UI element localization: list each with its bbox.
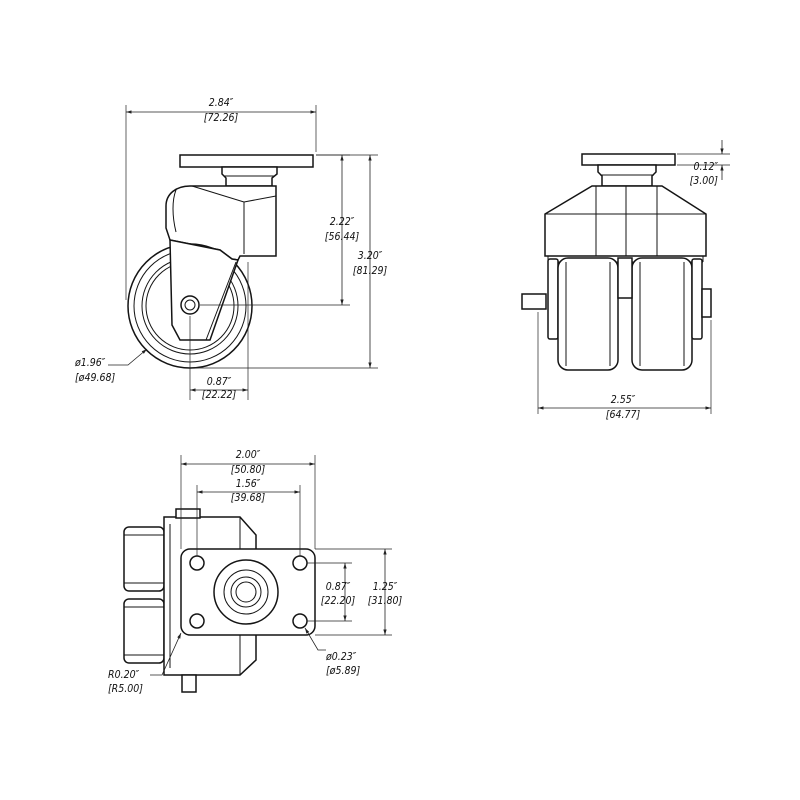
top-hole-dia-in: ø0.23″	[325, 651, 357, 663]
top-wheel-upper	[123, 526, 165, 592]
top-hole-tr	[292, 555, 308, 571]
side-offset-in: 0.87″	[207, 376, 232, 388]
top-stub-upper	[175, 508, 201, 519]
side-axle-height-in: 2.22″	[330, 216, 355, 228]
side-fork-housing	[165, 185, 277, 261]
top-hole-br	[292, 613, 308, 629]
front-plate-thick-mm: [3.00]	[690, 175, 719, 187]
front-plate-thick-in: 0.12″	[693, 161, 718, 173]
side-wheel-dia-mm: [ø49.68]	[75, 372, 115, 384]
side-view: 2.84″ [72.26] 2.22″ [56.44] 3.20″ [81.29…	[74, 97, 388, 401]
top-hole-bl	[189, 613, 205, 629]
top-plate-length-in: 1.25″	[373, 581, 398, 593]
side-wheel-dia-in: ø1.96″	[74, 357, 106, 369]
front-view: 0.12″ [3.00] 2.55″ [64.77]	[521, 140, 730, 421]
top-stub-lower	[181, 674, 197, 693]
top-hole-dia-mm: [ø5.89]	[326, 665, 360, 677]
top-hole-spacing-x-in: 1.56″	[236, 478, 261, 490]
front-width-in: 2.55″	[611, 394, 636, 406]
front-axle-right	[701, 288, 712, 318]
side-top-plate	[179, 154, 314, 168]
front-width-mm: [64.77]	[606, 409, 641, 421]
side-fork-leg	[169, 239, 240, 341]
side-width-in: 2.84″	[209, 97, 234, 109]
top-wheel-lower	[123, 598, 165, 664]
side-axle-height-mm: [56.44]	[325, 231, 360, 243]
side-offset-mm: [22.22]	[202, 389, 237, 401]
top-radius-in: R0.20″	[108, 669, 140, 681]
top-radius-mm: [R5.00]	[108, 683, 143, 695]
top-hole-spacing-y-in: 0.87″	[326, 581, 351, 593]
side-total-height-mm: [81.29]	[353, 265, 388, 277]
top-view: 2.00″ [50.80] 1.56″ [39.68] 0.87″ [22.20…	[108, 449, 403, 695]
front-wheel-right	[631, 257, 693, 371]
front-center-hub	[617, 257, 633, 299]
top-hole-spacing-y-mm: [22.20]	[321, 595, 356, 607]
front-axle-left	[521, 293, 547, 310]
top-hole-tl	[189, 555, 205, 571]
front-top-plate	[581, 153, 676, 166]
top-center-hub	[213, 559, 279, 625]
front-wheel-left	[557, 257, 619, 371]
front-wheel-right-rim	[691, 258, 703, 340]
side-width-mm: [72.26]	[204, 112, 239, 124]
top-hole-spacing-x-mm: [39.68]	[231, 492, 266, 504]
top-plate-width-in: 2.00″	[236, 449, 261, 461]
top-plate-length-mm: [31.80]	[368, 595, 403, 607]
top-plate-width-mm: [50.80]	[231, 464, 266, 476]
side-axle	[180, 295, 200, 315]
front-wheel-left-rim	[547, 258, 559, 340]
side-total-height-in: 3.20″	[358, 250, 383, 262]
